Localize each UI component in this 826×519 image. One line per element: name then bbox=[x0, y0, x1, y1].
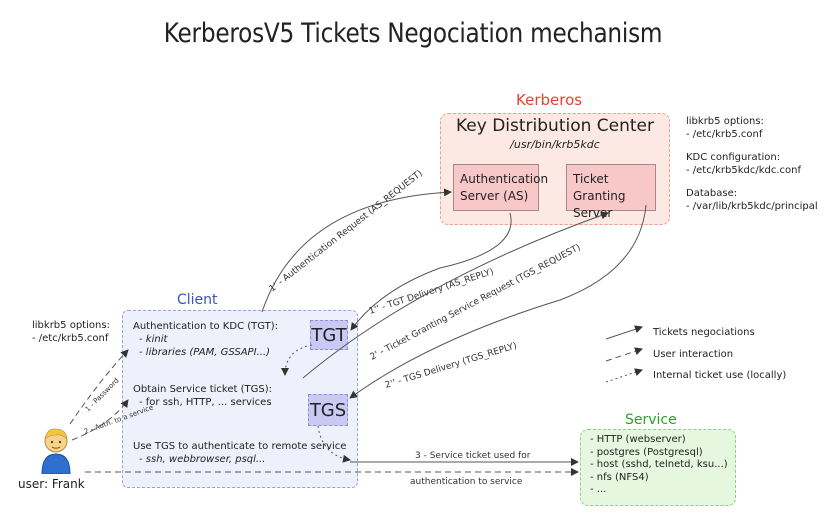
client-auth-item: - libraries (PAM, GSSAPI...) bbox=[139, 347, 270, 358]
service-heading: Service bbox=[625, 412, 677, 428]
kdc-title: Key Distribution Center bbox=[455, 116, 655, 136]
tgt-internal-arrow bbox=[281, 344, 313, 376]
tgs-ticket: TGS bbox=[308, 394, 348, 426]
auth-to-service-label: authentication to service bbox=[410, 477, 523, 487]
client-notes: libkrb5 options: - /etc/krb5.conf bbox=[32, 319, 122, 345]
server-notes: libkrb5 options: - /etc/krb5.conf KDC co… bbox=[686, 115, 824, 213]
client-heading: Client bbox=[177, 292, 218, 308]
client-note-line: - /etc/krb5.conf bbox=[32, 333, 109, 344]
ticket-granting-server: Ticket Granting Server bbox=[566, 164, 656, 220]
kdc-path: /usr/bin/krb5kdc bbox=[510, 138, 600, 151]
server-note-line: - /etc/krb5.conf bbox=[686, 129, 763, 140]
diagram-title: KerberosV5 Tickets Negociation mechanism bbox=[163, 18, 663, 49]
as-label-line2: Server (AS) bbox=[460, 189, 529, 203]
service-box bbox=[580, 429, 736, 506]
client-auth-item: - kinit bbox=[139, 334, 168, 345]
legend-dashed-label: User interaction bbox=[653, 349, 734, 360]
server-note-line: libkrb5 options: bbox=[686, 116, 764, 127]
tgs-request-arrow bbox=[302, 211, 609, 379]
client-use-block: Use TGS to authenticate to remote servic… bbox=[133, 440, 357, 466]
server-note-line: KDC configuration: bbox=[686, 152, 781, 163]
user-icon bbox=[38, 424, 74, 474]
legend-solid-line bbox=[605, 325, 643, 340]
client-auth-title: Authentication to KDC (TGT): bbox=[133, 321, 279, 332]
legend-dotted-line bbox=[605, 368, 643, 383]
tgs-reply-label: 2'' - TGS Delivery (TGS_REPLY) bbox=[384, 341, 518, 391]
server-note-line: - /etc/krb5kdc/kdc.conf bbox=[686, 165, 802, 176]
as-request-arrow bbox=[261, 188, 452, 313]
tgt-ticket: TGT bbox=[310, 320, 348, 350]
service-item: - HTTP (webserver) bbox=[590, 434, 686, 445]
legend-dashed-line bbox=[605, 347, 643, 362]
client-note-line: libkrb5 options: bbox=[32, 320, 110, 331]
client-use-title: Use TGS to authenticate to remote servic… bbox=[133, 441, 347, 452]
user-label: user: Frank bbox=[18, 477, 85, 491]
service-list: - HTTP (webserver) - postgres (Postgresq… bbox=[590, 434, 736, 497]
client-auth-block: Authentication to KDC (TGT): - kinit - l… bbox=[133, 320, 313, 359]
tgs-internal-arrow bbox=[317, 425, 351, 463]
as-reply-label: 1'' - TGT Delivery (AS_REPLY) bbox=[368, 267, 495, 317]
password-label: 1 - Password bbox=[84, 377, 121, 414]
service-item: - host (sshd, telnetd, ksu...) bbox=[590, 459, 728, 470]
service-item: - nfs (NFS4) bbox=[590, 471, 649, 483]
server-note-line: - /var/lib/krb5kdc/principal bbox=[686, 201, 818, 212]
as-request-label: 1' - Authentication Request (AS_REQUEST) bbox=[268, 169, 425, 295]
client-obtain-block: Obtain Service ticket (TGS): - for ssh, … bbox=[133, 383, 313, 409]
kerberos-heading: Kerberos bbox=[516, 91, 583, 109]
auth-service-arrow bbox=[71, 399, 129, 441]
as-label-line1: Authentication bbox=[460, 172, 549, 186]
as-reply-arrow bbox=[350, 212, 512, 331]
legend-dotted-label: Internal ticket use (locally) bbox=[653, 370, 787, 381]
server-note-line: Database: bbox=[686, 188, 738, 199]
service-item: - ... bbox=[590, 484, 607, 495]
client-obtain-title: Obtain Service ticket (TGS): bbox=[133, 384, 272, 395]
service-item: - postgres (Postgresql) bbox=[590, 446, 703, 458]
legend-solid-label: Tickets negociations bbox=[653, 327, 755, 338]
authentication-server: Authentication Server (AS) bbox=[453, 164, 549, 211]
client-obtain-item: - for ssh, HTTP, ... services bbox=[139, 397, 272, 408]
password-arrow bbox=[69, 349, 129, 425]
tgs-reply-arrow bbox=[349, 204, 647, 399]
tgs-label-line1: Ticket Granting bbox=[573, 172, 626, 203]
client-use-item: - ssh, webbrowser, psql... bbox=[139, 454, 266, 465]
service-ticket-label: 3 - Service ticket used for bbox=[415, 451, 531, 461]
